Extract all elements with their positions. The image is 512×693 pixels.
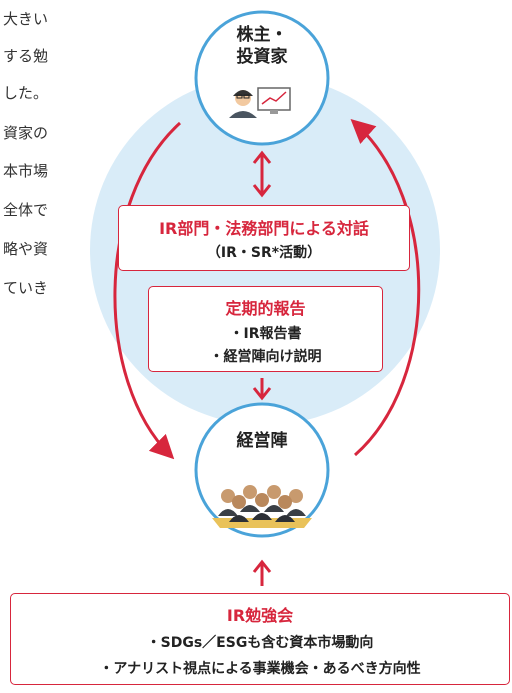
left-text-line: した。 — [2, 84, 48, 102]
left-text-line: 本市場 — [2, 162, 48, 180]
dialogue-title: IR部門・法務部門による対話 — [159, 219, 369, 238]
down-arrow-icon — [252, 378, 272, 401]
right-cycle-arrow — [350, 118, 421, 457]
management-node: 経営陣 — [196, 428, 328, 454]
up-arrow-icon — [252, 559, 272, 586]
ir-study-box: IR勉強会 ・SDGs／ESGも含む資本市場動向 ・アナリスト視点による事業機会… — [10, 593, 510, 685]
left-text-line: 略や資 — [2, 240, 48, 258]
bidirectional-arrow-icon — [252, 150, 272, 198]
left-text-line: する勉 — [2, 47, 48, 65]
left-cycle-arrow — [113, 121, 182, 460]
report-item: ・経営陣向け説明 — [209, 349, 322, 365]
dialogue-subtitle: （IR・SR*活動） — [206, 245, 322, 261]
left-text-line: ていき — [2, 279, 48, 297]
management-title: 経営陣 — [236, 431, 288, 451]
study-item: ・アナリスト視点による事業機会・あるべき方向性 — [99, 661, 421, 677]
report-box: 定期的報告 ・IR報告書 ・経営陣向け説明 — [148, 286, 383, 372]
study-title: IR勉強会 — [226, 606, 294, 625]
investors-node: 株主・ 投資家 — [196, 22, 328, 72]
study-item: ・SDGs／ESGも含む資本市場動向 — [146, 635, 374, 651]
management-circle — [194, 402, 330, 538]
report-title: 定期的報告 — [225, 299, 306, 318]
dialogue-box: IR部門・法務部門による対話 （IR・SR*活動） — [118, 205, 410, 271]
investors-circle — [194, 10, 330, 146]
report-item: ・IR報告書 — [229, 326, 302, 342]
management-people-icon — [212, 485, 312, 528]
left-text-line: 全体で — [2, 201, 48, 219]
investors-title-line2: 投資家 — [236, 47, 288, 67]
investors-title-line1: 株主・ — [236, 25, 288, 45]
investor-icon — [229, 87, 291, 118]
left-text-line: 大きい — [2, 10, 48, 28]
left-text-line: 資家の — [2, 124, 48, 142]
